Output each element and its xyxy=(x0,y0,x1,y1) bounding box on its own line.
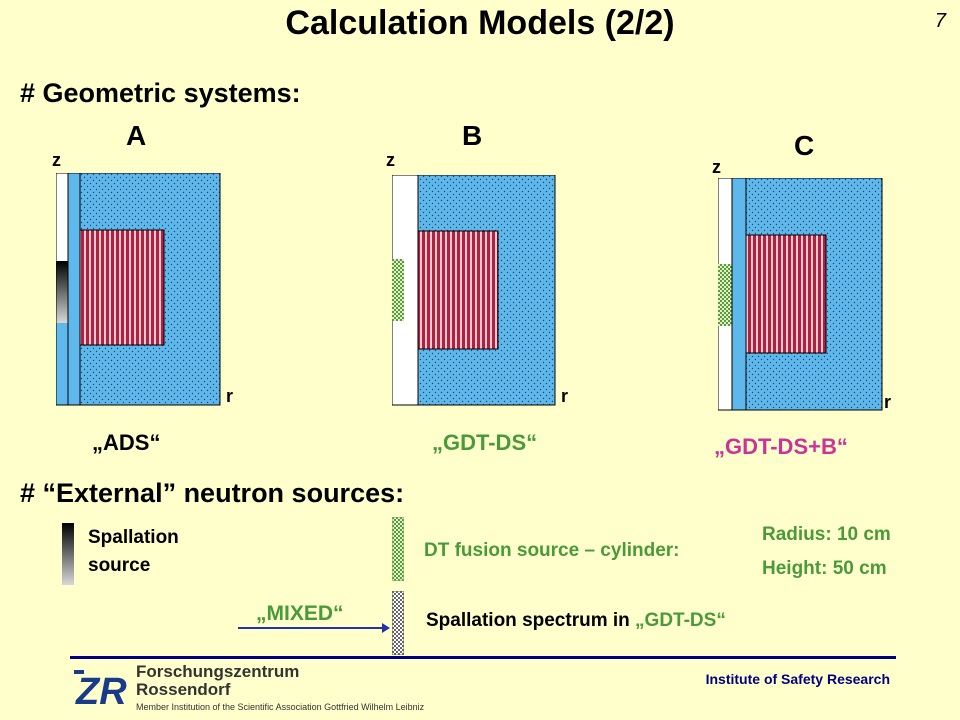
system-b-axis-r: r xyxy=(561,386,569,406)
logo-line-1: Forschungszentrum xyxy=(136,662,300,681)
system-c-axis-r: r xyxy=(884,392,892,412)
system-b-diagram xyxy=(392,175,556,406)
system-a-letter: A xyxy=(126,120,147,151)
system-c-axis-z: z xyxy=(712,157,721,177)
dt-swatch xyxy=(392,517,404,581)
system-a-axis-z: z xyxy=(52,150,61,170)
system-b-axis-z: z xyxy=(386,150,395,170)
fzr-logo-icon: ZR xyxy=(74,664,130,712)
spallation-label-1: Spallation xyxy=(88,527,179,548)
spallation-spectrum-label: Spallation spectrum in „GDT-DS“ xyxy=(426,610,726,632)
arrow-icon xyxy=(238,623,390,633)
system-c-letter: C xyxy=(794,130,815,161)
slide-title: Calculation Models (2/2) xyxy=(285,4,675,42)
system-c-diagram xyxy=(718,178,883,411)
dt-source-label: DT fusion source – cylinder: xyxy=(424,540,680,561)
sources-heading: # “External” neutron sources: xyxy=(20,478,405,508)
geometric-heading: # Geometric systems: xyxy=(20,78,301,108)
spallation-spectrum-prefix: Spallation spectrum in xyxy=(426,610,636,631)
mixed-label: „MIXED“ xyxy=(256,602,344,625)
logo-line-2: Rossendorf xyxy=(136,680,231,699)
system-b-letter: B xyxy=(462,120,483,151)
member-text: Member Institution of the Scientific Ass… xyxy=(136,702,425,712)
system-a-axis-r: r xyxy=(226,386,234,406)
system-a-diagram xyxy=(56,173,221,406)
height-label: Height: 50 cm xyxy=(762,558,887,579)
mixed-swatch xyxy=(392,591,404,655)
radius-label: Radius: 10 cm xyxy=(762,524,891,545)
page-number: 7 xyxy=(934,10,946,32)
footer-divider xyxy=(70,656,896,659)
spallation-swatch xyxy=(62,523,74,585)
system-a-name: „ADS“ xyxy=(92,430,161,455)
spallation-spectrum-name: „GDT-DS“ xyxy=(635,610,726,631)
svg-text:ZR: ZR xyxy=(75,671,127,712)
system-b-name: „GDT-DS“ xyxy=(432,430,538,455)
spallation-label-2: source xyxy=(88,555,151,576)
institute-label: Institute of Safety Research xyxy=(705,671,890,687)
system-c-name: „GDT-DS+B“ xyxy=(714,434,848,459)
